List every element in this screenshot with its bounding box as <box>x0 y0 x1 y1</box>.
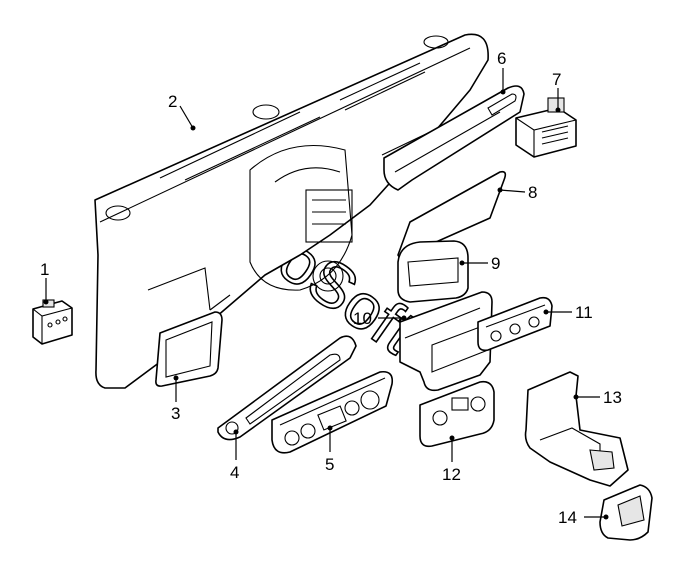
callout-2: 2 <box>168 92 177 111</box>
callout-4: 4 <box>230 463 239 482</box>
part-11-control-panel <box>477 296 553 352</box>
part-5-instrument-cluster <box>271 370 394 454</box>
leader-lines <box>43 68 609 520</box>
part-4-trim-bezel <box>217 335 357 441</box>
callout-14: 14 <box>558 508 577 527</box>
part-13-console-trim <box>524 371 629 487</box>
part-10-center-stack <box>399 291 493 392</box>
part-3-glovebox-lid <box>155 311 223 387</box>
callout-9: 9 <box>491 254 500 273</box>
callout-3: 3 <box>171 404 180 423</box>
callout-7: 7 <box>552 70 561 89</box>
callout-1: 1 <box>40 260 49 279</box>
callout-10: 10 <box>353 309 372 328</box>
callout-labels: 1 2 3 4 5 6 7 8 9 10 11 12 13 14 <box>40 49 622 527</box>
part-7-air-vent <box>515 97 577 158</box>
callout-5: 5 <box>325 455 334 474</box>
part-8-trim-panel <box>397 170 507 259</box>
part-1-switch-module <box>32 299 73 345</box>
part-14-corner-trim <box>599 484 653 541</box>
callout-11: 11 <box>575 303 593 322</box>
callout-8: 8 <box>528 183 537 202</box>
callout-12: 12 <box>442 465 461 484</box>
part-12-switch-panel <box>419 380 495 448</box>
part-6-upper-trim <box>383 85 525 191</box>
callout-13: 13 <box>603 388 622 407</box>
part-9-display-hood <box>397 240 469 303</box>
callout-6: 6 <box>497 49 506 68</box>
